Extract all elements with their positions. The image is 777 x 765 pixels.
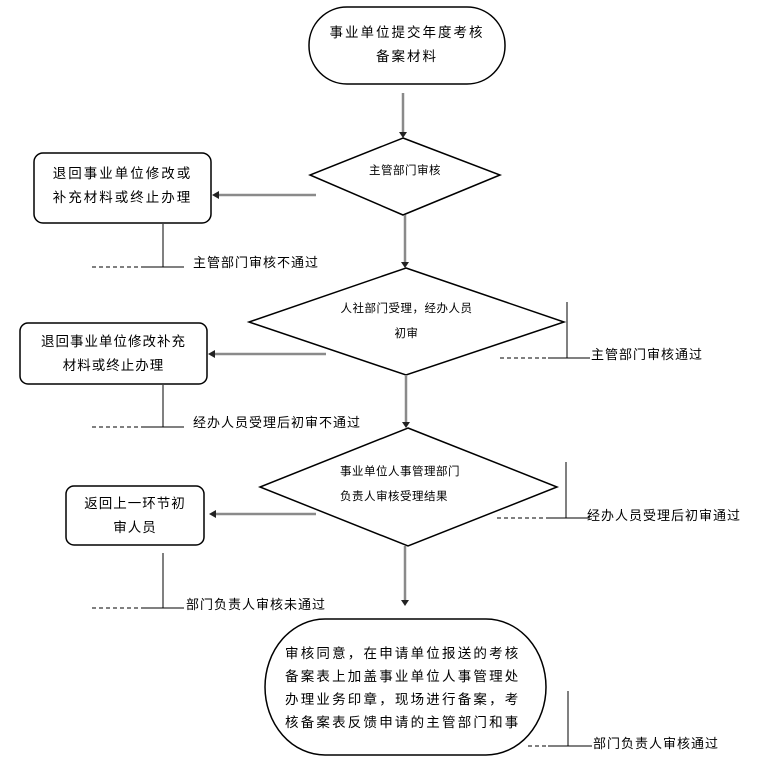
reject2-label-line: 退回事业单位修改补充 xyxy=(41,334,186,350)
reject3-label-line: 返回上一环节初 xyxy=(84,496,186,512)
decision3: 事业单位人事管理部门 负责人审核受理结果 xyxy=(310,459,500,509)
decision1: 主管部门审核 xyxy=(310,158,500,183)
reject2-box: 退回事业单位修改补充 材料或终止办理 xyxy=(20,330,207,378)
arrowhead-icon xyxy=(401,600,409,606)
decision1-shape xyxy=(308,137,503,216)
annotation-pass1: 主管部门审核通过 xyxy=(591,348,704,363)
reject1-box: 退回事业单位修改或 补充材料或终止办理 xyxy=(34,162,211,210)
decision3-label-line: 事业单位人事管理部门 xyxy=(340,464,460,478)
end-label-line: 审核同意，在申请单位报送的考核 xyxy=(285,646,521,662)
start-terminal-shape xyxy=(308,6,506,85)
start-terminal: 事业单位提交年度考核 备案材料 xyxy=(309,21,505,69)
arrowhead-icon xyxy=(402,422,410,428)
reject1-shape xyxy=(33,152,212,224)
annotation-pass2: 经办人员受理后初审通过 xyxy=(587,509,742,524)
annotation-pass3: 部门负责人审核通过 xyxy=(593,737,720,752)
arrowhead-icon xyxy=(401,262,409,268)
decision3-shape xyxy=(257,427,560,547)
arrowhead-icon xyxy=(209,510,216,518)
arrowhead-icon xyxy=(399,132,407,138)
end-label-line: 备案表上加盖事业单位人事管理处 xyxy=(285,669,521,685)
annotation-fail2: 经办人员受理后初审不通过 xyxy=(193,416,362,431)
reject1-label-line: 补充材料或终止办理 xyxy=(52,190,193,206)
reject2-shape xyxy=(19,322,208,385)
reject1-label-line: 退回事业单位修改或 xyxy=(52,166,193,182)
arrowhead-icon xyxy=(208,350,215,358)
start-label-line: 备案材料 xyxy=(376,49,438,65)
annotation-fail3: 部门负责人审核未通过 xyxy=(186,598,327,613)
reject2-label-line: 材料或终止办理 xyxy=(62,358,165,374)
end-label-line: 办理业务印章，现场进行备案，考 xyxy=(285,692,521,708)
reject3-label-line: 审人员 xyxy=(113,520,157,536)
decision2: 人社部门受理，经办人员 初审 xyxy=(249,296,564,346)
arrowhead-icon xyxy=(212,191,219,199)
start-label-line: 事业单位提交年度考核 xyxy=(329,25,485,41)
end-terminal-shape xyxy=(264,618,547,756)
decision3-label-line: 负责人审核受理结果 xyxy=(340,489,448,503)
end-label-line: 核备案表反馈申请的主管部门和事 xyxy=(285,715,521,731)
annotation-fail1: 主管部门审核不通过 xyxy=(193,256,320,271)
decision2-label-line: 人社部门受理，经办人员 xyxy=(340,301,473,315)
end-terminal: 审核同意，在申请单位报送的考核 备案表上加盖事业单位人事管理处 办理业务印章，现… xyxy=(285,643,530,735)
decision1-label: 主管部门审核 xyxy=(369,163,441,177)
reject3-box: 返回上一环节初 审人员 xyxy=(66,492,204,540)
reject3-shape xyxy=(65,485,205,546)
decision2-label-line: 初审 xyxy=(394,326,419,340)
